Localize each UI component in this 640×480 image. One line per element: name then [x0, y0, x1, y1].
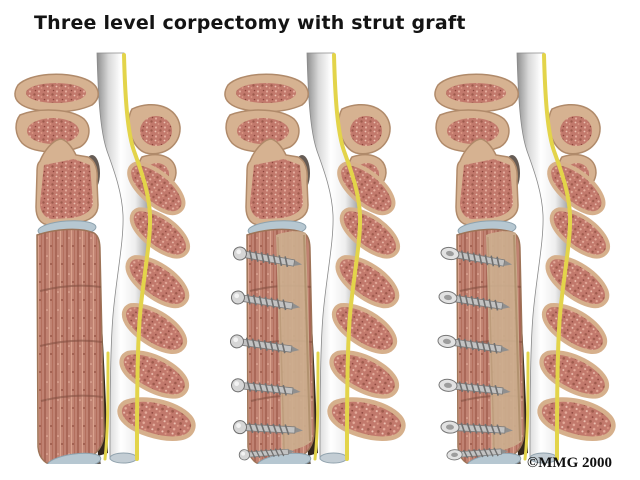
spine-illustration — [15, 53, 197, 464]
figure-title: Three level corpectomy with strut graft — [34, 12, 466, 34]
spine-panel-washer-screws — [430, 52, 630, 464]
spine-panel-strut-graft — [10, 52, 210, 464]
copyright-notice: ©MMG 2000 — [527, 455, 612, 471]
spine-panel-plate-screws — [220, 52, 420, 464]
spine-panels — [0, 52, 640, 468]
